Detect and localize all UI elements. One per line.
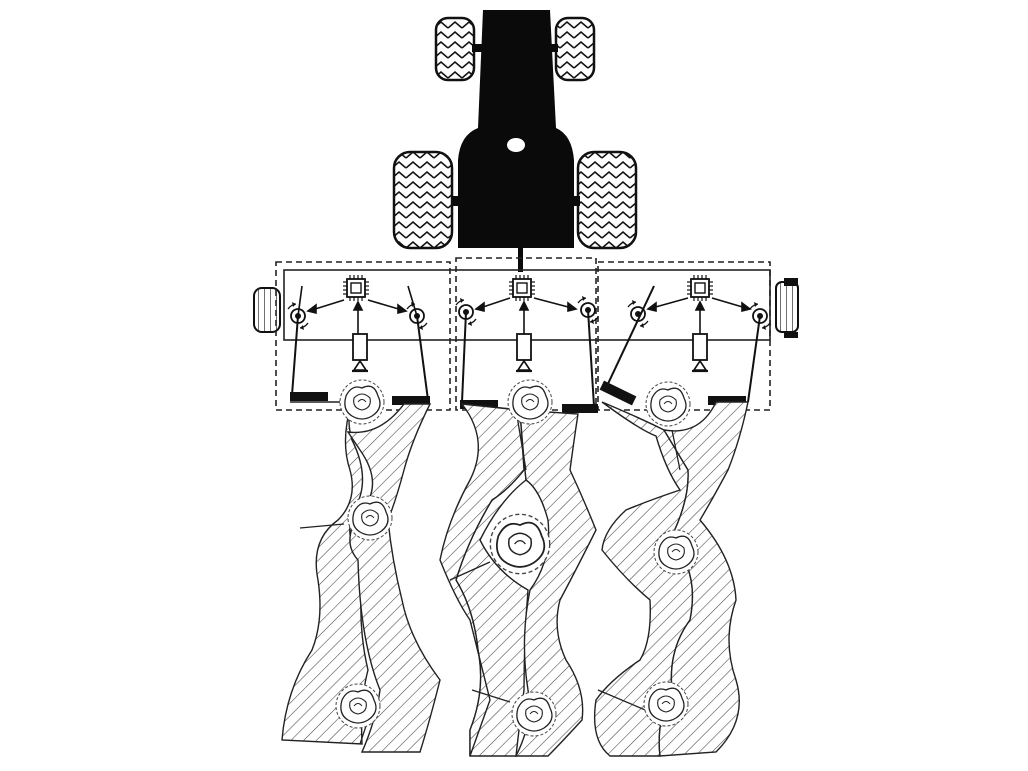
gauge-wheel-right-mount: [784, 278, 798, 286]
crop-rows: [281, 401, 749, 757]
blade-arm-right: [416, 315, 429, 401]
blade-arm-right: [747, 315, 761, 403]
crop-plant: [653, 529, 699, 575]
unit-enclosure-3: [597, 261, 771, 411]
weeding-blade: [562, 404, 598, 413]
weeding-blade: [392, 396, 430, 405]
soil-band: [439, 403, 525, 757]
rear-axle-left: [472, 44, 484, 52]
camera-sensor-icon: [690, 332, 710, 373]
crop-plant: [335, 683, 381, 729]
weeding-blade: [290, 392, 328, 401]
crop-plant: [507, 379, 553, 425]
camera-sensor-icon: [350, 332, 370, 373]
crop-plant: [489, 513, 551, 575]
processor-chip-icon: [508, 274, 536, 302]
front-tire-right: [576, 150, 638, 250]
crop-plant: [645, 381, 691, 427]
blade-arm-right: [587, 309, 595, 407]
front-tire-left: [392, 150, 454, 250]
cab-body: [458, 10, 574, 248]
signal-arrows: [306, 299, 408, 334]
weeding-blade: [599, 380, 637, 406]
tractor: [392, 10, 638, 272]
weeding-unit-2: [455, 274, 599, 413]
weeding-blade: [708, 396, 746, 405]
axle-left: [452, 196, 460, 206]
blade-arm-right-upper: [407, 285, 418, 317]
hitch-hole: [507, 138, 525, 152]
soil-band: [281, 401, 369, 745]
crop-plant: [511, 691, 557, 737]
blade-arm-left-upper: [297, 285, 303, 317]
gauge-wheel-right-mount: [784, 332, 798, 338]
weeding-unit-1: [287, 274, 430, 405]
signal-arrows: [474, 297, 578, 334]
weeding-unit-3: [599, 274, 771, 406]
rear-tire-left: [434, 16, 476, 82]
blade-arm-left: [291, 315, 299, 396]
blade-arm-left: [605, 285, 655, 389]
implement-frame: [253, 257, 799, 411]
rear-axle-right: [548, 44, 558, 52]
rear-tire-right: [554, 16, 596, 82]
processor-chip-icon: [342, 274, 370, 302]
crop-plant: [643, 681, 689, 727]
unit-enclosure-1: [275, 261, 451, 411]
signal-arrows: [646, 297, 752, 334]
gauge-wheel-right: [775, 281, 799, 333]
camera-sensor-icon: [514, 332, 534, 373]
crop-plant: [339, 379, 385, 425]
crop-plant: [347, 495, 393, 541]
soil-band: [514, 409, 597, 757]
tow-bar: [518, 248, 523, 272]
processor-chip-icon: [686, 274, 714, 302]
blade-arm-left: [461, 311, 467, 403]
gauge-wheel-left: [253, 287, 281, 333]
axle-right: [572, 196, 580, 206]
soil-band: [346, 403, 441, 753]
weeding-blade: [460, 400, 498, 409]
